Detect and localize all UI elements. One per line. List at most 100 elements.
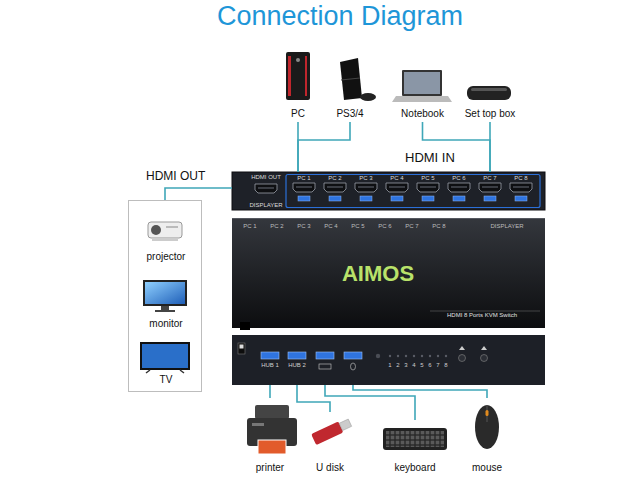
port-label: HDMI OUT (244, 174, 288, 181)
device-label: projector (129, 251, 203, 262)
laptop-screen (404, 72, 440, 94)
panel-text: PC 5 (346, 223, 370, 230)
port-led (397, 355, 399, 357)
panel-text: PC 2 (265, 223, 289, 230)
port-label: 3 (402, 362, 410, 369)
panel-text: DISPLAYER (482, 223, 532, 230)
monitor-foot (155, 310, 175, 312)
usb-stick (311, 421, 343, 445)
panel-text: PC 6 (373, 223, 397, 230)
device-node: U disk (305, 412, 355, 478)
mouse-symbol (351, 363, 356, 370)
device-label: monitor (129, 318, 203, 329)
connector-line (269, 385, 271, 398)
device-label: keyboard (380, 462, 450, 473)
port-group-label: HDMI IN (405, 151, 477, 165)
port-label: 6 (426, 362, 434, 369)
port-label: PC 6 (447, 175, 471, 182)
front-panel: HUB 1HUB 212345678 (232, 335, 545, 385)
status-led (376, 354, 380, 358)
port-label: 1 (386, 362, 394, 369)
pc-tower (286, 52, 310, 100)
switch-foot (240, 322, 250, 330)
hdmi-in-port (324, 183, 346, 192)
port-label: DISPLAYER (244, 202, 288, 209)
panel-text: PC 8 (427, 223, 451, 230)
port-led (413, 355, 415, 357)
device-label: Set top box (458, 108, 522, 119)
switch-top (232, 218, 545, 328)
printed-photo (258, 440, 286, 454)
device-label: mouse (465, 462, 509, 473)
printer-top (255, 405, 289, 419)
port-label: PC 8 (509, 175, 533, 182)
button-arrow (459, 346, 465, 350)
usb-plug (339, 419, 351, 430)
hdmi-in-port (293, 183, 315, 192)
pc-light (288, 56, 291, 96)
port-frame (286, 175, 540, 208)
port-led (405, 355, 407, 357)
keyboard-icon (383, 428, 447, 450)
port-label: 4 (410, 362, 418, 369)
set-top-box (467, 86, 511, 100)
projector-icon (148, 222, 182, 238)
monitor-screen (145, 282, 185, 304)
hdmi-out-port (255, 184, 277, 193)
usb-port (298, 196, 310, 201)
port-label: PC 1 (292, 175, 316, 182)
pc-button (296, 58, 300, 62)
connector-line (353, 385, 487, 398)
device-node: mouse (465, 398, 509, 478)
projector-lens (151, 225, 161, 235)
panel-text: PC 3 (292, 223, 316, 230)
tv-legs (146, 370, 184, 373)
device-node: Set top box (458, 50, 522, 122)
connector-line (297, 385, 330, 412)
back-panel (232, 172, 545, 210)
usb-port (453, 196, 465, 201)
power-switch (238, 343, 245, 354)
port-label: HUB 2 (286, 362, 308, 369)
port-label: PC 4 (385, 175, 409, 182)
connector-line (489, 122, 491, 172)
port-label: 2 (394, 362, 402, 369)
usb-port (484, 196, 496, 201)
usb-port (288, 352, 306, 359)
mouse-wheel (486, 410, 489, 416)
connector-line (325, 385, 415, 420)
usb-port (360, 196, 372, 201)
console-groove (341, 78, 360, 80)
device-node: printer (240, 398, 300, 478)
console-body (340, 58, 362, 100)
port-label: 8 (442, 362, 450, 369)
keyboard-keys (386, 431, 444, 447)
device-node: keyboard (380, 420, 450, 478)
port-label: PC 7 (478, 175, 502, 182)
panel-text: HDMI 8 Ports KVM Switch (422, 312, 542, 319)
port-led (445, 355, 447, 357)
mouse-split (487, 405, 488, 422)
usb-port (329, 196, 341, 201)
usb-port (316, 352, 334, 359)
panel-text: PC 1 (238, 223, 262, 230)
panel-text: PC 7 (400, 223, 424, 230)
panel-text: PC 4 (319, 223, 343, 230)
port-led (429, 355, 431, 357)
power-switch-knob (240, 345, 244, 349)
usb-port (422, 196, 434, 201)
game-controller (360, 93, 376, 101)
laptop-base (392, 96, 452, 102)
hdmi-in-port (510, 183, 532, 192)
device-label: PS3/4 (325, 108, 375, 119)
usb-port (391, 196, 403, 201)
usb-port (344, 352, 362, 359)
device-label: TV (129, 374, 203, 385)
hdmi-in-port (479, 183, 501, 192)
tv-screen (142, 344, 188, 368)
front-panel (232, 335, 545, 385)
port-label: PC 3 (354, 175, 378, 182)
tv-icon (140, 342, 190, 370)
